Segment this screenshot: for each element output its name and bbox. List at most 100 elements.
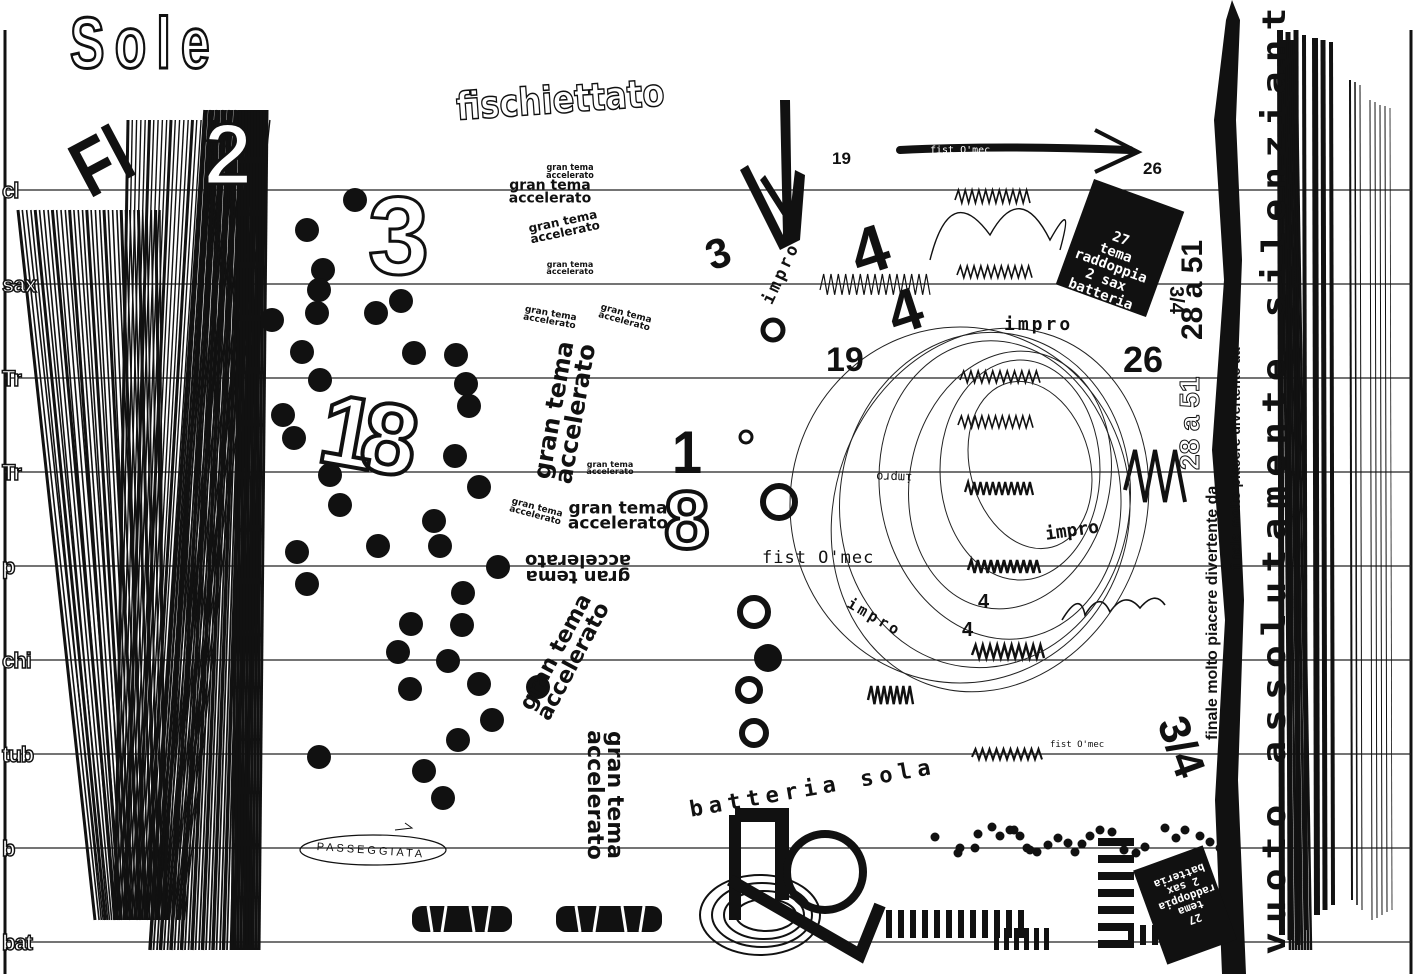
section-1-8-top: 1 bbox=[672, 419, 703, 486]
vuoto-text: vuoto assolutamente silenziante bbox=[1255, 0, 1293, 955]
staff-label: b bbox=[1, 835, 16, 861]
loop bbox=[1061, 597, 1166, 621]
two-line bbox=[156, 109, 211, 951]
number-19-big: 19 bbox=[826, 341, 864, 379]
dot bbox=[467, 475, 491, 499]
dot-small bbox=[995, 831, 1005, 841]
dot bbox=[366, 534, 390, 558]
impro-upside: impro bbox=[875, 469, 913, 485]
dot bbox=[318, 463, 342, 487]
staff-label: tub bbox=[1, 741, 35, 767]
squiggle bbox=[819, 273, 931, 295]
bar bbox=[1004, 928, 1009, 950]
bottom-scribbles bbox=[412, 906, 662, 932]
bar bbox=[922, 910, 928, 938]
staff-label: p bbox=[1, 553, 16, 579]
right-line bbox=[1359, 84, 1363, 911]
squiggle bbox=[956, 263, 1033, 281]
dot bbox=[467, 672, 491, 696]
dot-small bbox=[1009, 825, 1019, 835]
staff-label: sax bbox=[1, 271, 37, 297]
dot bbox=[454, 372, 478, 396]
fl-line bbox=[111, 209, 144, 921]
gran-tema-line: gran tema bbox=[568, 498, 668, 519]
dot-small bbox=[1205, 837, 1215, 847]
accelerato-line: accelerato bbox=[524, 550, 632, 571]
two-line bbox=[239, 109, 251, 951]
range-28-51-top: 28 a 51 bbox=[1176, 239, 1209, 340]
dot bbox=[457, 394, 481, 418]
bar bbox=[1034, 928, 1039, 950]
right-line bbox=[1389, 107, 1393, 911]
two-line bbox=[163, 109, 215, 951]
impro-top: impro bbox=[1004, 314, 1074, 335]
accelerato-line: accelerato bbox=[586, 467, 634, 476]
accelerato-line: accelerato bbox=[567, 514, 669, 534]
dot-small bbox=[1095, 825, 1105, 835]
fl-line bbox=[68, 209, 122, 921]
two-line bbox=[257, 109, 269, 951]
staff-label: Tr bbox=[1, 459, 22, 485]
two-line bbox=[254, 109, 266, 951]
title: Sole bbox=[69, 4, 220, 84]
squiggle bbox=[970, 640, 1046, 663]
right-line bbox=[1349, 79, 1353, 901]
fist-omec-arrow: fist O'mec bbox=[930, 145, 991, 156]
dot-small bbox=[1195, 831, 1205, 841]
number-26-big: 26 bbox=[1123, 339, 1164, 380]
fl-line bbox=[33, 209, 107, 921]
bar bbox=[1128, 925, 1134, 945]
dot-small bbox=[1140, 842, 1150, 852]
dotted-line bbox=[930, 822, 1225, 858]
two-line bbox=[190, 109, 232, 951]
number-19-small: 19 bbox=[832, 149, 851, 168]
two-line bbox=[169, 109, 220, 951]
fl-line bbox=[16, 209, 97, 921]
right-strokes bbox=[1277, 29, 1393, 951]
accelerato-line: accelerato bbox=[546, 267, 594, 276]
fl-line bbox=[136, 209, 158, 921]
accelerato-line: accelerato bbox=[546, 171, 594, 181]
dot bbox=[290, 340, 314, 364]
fl-line bbox=[60, 209, 119, 921]
fl-line bbox=[25, 209, 104, 921]
right-line bbox=[1369, 99, 1373, 921]
two-line bbox=[248, 109, 260, 951]
dot bbox=[451, 581, 475, 605]
section-3: 3 bbox=[366, 175, 430, 298]
two-line bbox=[179, 109, 226, 951]
right-line bbox=[1280, 39, 1292, 951]
staff-label: bat bbox=[1, 929, 33, 955]
bar bbox=[1014, 928, 1019, 950]
jagged-bar bbox=[1212, 0, 1246, 974]
dot bbox=[295, 572, 319, 596]
fl-line bbox=[85, 209, 133, 921]
fl-line bbox=[98, 209, 138, 921]
number-26-small: 26 bbox=[1143, 159, 1162, 178]
right-line bbox=[1284, 39, 1298, 951]
accelerato-line: accelerato bbox=[582, 730, 607, 860]
right-line bbox=[1384, 105, 1388, 913]
dot bbox=[260, 308, 284, 332]
bar bbox=[910, 910, 916, 938]
arrow-top bbox=[896, 128, 1143, 174]
fl-line bbox=[30, 209, 103, 921]
dot bbox=[526, 675, 550, 699]
fl-line bbox=[50, 209, 118, 921]
fl-line bbox=[38, 209, 111, 921]
dot bbox=[282, 426, 306, 450]
finale-text-2: finale molto piacere divertente da bbox=[1204, 485, 1221, 740]
dot-small bbox=[1171, 833, 1181, 843]
squiggle bbox=[966, 555, 1042, 574]
fl-line bbox=[146, 209, 159, 921]
fl-line bbox=[81, 209, 128, 921]
dot bbox=[450, 613, 474, 637]
fl-line bbox=[145, 119, 194, 921]
dot-small bbox=[1131, 848, 1141, 858]
